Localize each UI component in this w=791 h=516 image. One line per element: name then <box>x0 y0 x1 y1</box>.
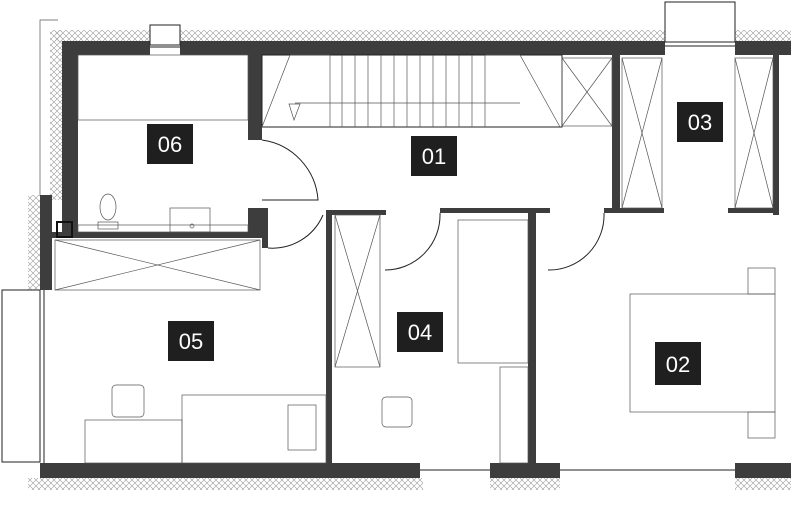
windows <box>1 1 736 471</box>
room-number: 06 <box>158 132 182 157</box>
room-number: 05 <box>179 329 203 354</box>
exterior-walls <box>40 41 791 478</box>
staircase <box>261 54 563 128</box>
room-label-06: 06 <box>147 124 193 164</box>
room-number: 01 <box>422 144 446 169</box>
room-label-04: 04 <box>397 312 443 352</box>
room-label-02: 02 <box>655 342 701 385</box>
room-number: 04 <box>408 320 432 345</box>
room-number: 02 <box>666 352 690 377</box>
room-label-03: 03 <box>677 102 723 142</box>
doors <box>261 139 605 271</box>
room-label-01: 01 <box>411 136 457 176</box>
room-label-05: 05 <box>168 321 214 361</box>
insulation <box>28 30 791 490</box>
wardrobes <box>54 57 774 368</box>
room-number: 03 <box>688 110 712 135</box>
interior-walls <box>52 55 779 463</box>
green-outline <box>39 19 58 195</box>
furniture <box>56 54 776 464</box>
